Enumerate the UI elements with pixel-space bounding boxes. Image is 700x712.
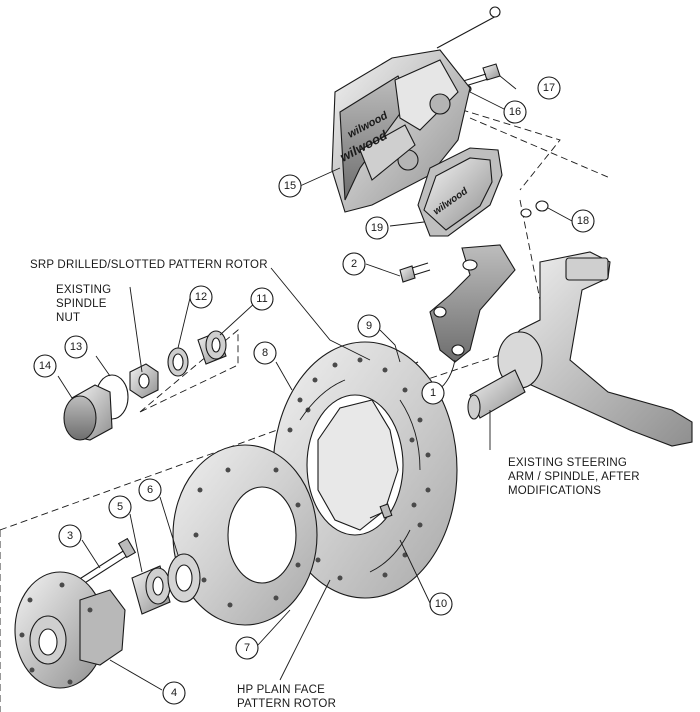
callout-14: 14 (33, 354, 57, 378)
svg-text:3: 3 (67, 530, 73, 542)
svg-text:11: 11 (256, 293, 267, 305)
srp-drilled-rotor (272, 341, 458, 599)
outer-bearing (197, 330, 227, 365)
svg-text:9: 9 (366, 320, 372, 332)
svg-text:6: 6 (147, 484, 153, 496)
callout-9: 9 (357, 314, 381, 338)
hub-stud (77, 537, 137, 587)
callout-8: 8 (253, 341, 277, 365)
svg-text:16: 16 (509, 106, 521, 118)
svg-text:12: 12 (195, 291, 207, 303)
callout-5: 5 (108, 495, 132, 519)
svg-text:14: 14 (39, 360, 51, 372)
label-spindle-nut-line1: EXISTING (56, 284, 111, 296)
svg-text:10: 10 (435, 598, 447, 610)
svg-text:8: 8 (262, 347, 268, 359)
label-steering-line2: ARM / SPINDLE, AFTER (508, 471, 640, 483)
bracket-washers (520, 200, 549, 218)
callout-7: 7 (235, 636, 259, 660)
label-srp-rotor: SRP DRILLED/SLOTTED PATTERN ROTOR (30, 259, 268, 271)
svg-text:2: 2 (351, 258, 357, 270)
caliper-body: wilwood wilwood (331, 6, 501, 213)
label-steering-line1: EXISTING STEERING (508, 457, 627, 469)
callout-4: 4 (162, 681, 186, 705)
callout-2: 2 (342, 252, 366, 276)
label-spindle-nut-line2: SPINDLE (56, 298, 107, 310)
brake-pad: wilwood (417, 147, 503, 237)
callout-15: 15 (278, 174, 302, 198)
callout-12: 12 (189, 285, 213, 309)
callout-13: 13 (64, 335, 88, 359)
callout-19: 19 (365, 216, 389, 240)
label-hp-rotor-line2: PATTERN ROTOR (237, 698, 336, 710)
svg-text:18: 18 (577, 215, 589, 227)
label-spindle-nut-line3: NUT (56, 312, 80, 324)
callout-3: 3 (58, 524, 82, 548)
svg-text:13: 13 (70, 341, 82, 353)
rotor-studs (369, 503, 393, 519)
hp-plain-rotor (172, 444, 318, 626)
callout-6: 6 (138, 478, 162, 502)
callout-11: 11 (250, 287, 274, 311)
svg-text:1: 1 (430, 387, 436, 399)
svg-text:7: 7 (244, 642, 250, 654)
svg-text:5: 5 (117, 501, 123, 513)
label-hp-rotor-line1: HP PLAIN FACE (237, 684, 325, 696)
svg-text:15: 15 (284, 180, 296, 192)
bracket-bolt (399, 262, 431, 283)
svg-text:19: 19 (371, 222, 383, 234)
inner-bearing (131, 565, 171, 615)
spindle-washer (167, 347, 189, 377)
callout-1: 1 (421, 381, 445, 405)
svg-text:4: 4 (171, 687, 177, 699)
spindle-nut (129, 363, 159, 399)
dust-cap (63, 384, 113, 441)
wheel-hub (14, 571, 126, 689)
callout-16: 16 (503, 100, 527, 124)
callout-10: 10 (429, 592, 453, 616)
callout-17: 17 (537, 76, 561, 100)
grease-seal (167, 553, 201, 603)
svg-text:17: 17 (543, 82, 555, 94)
callout-18: 18 (571, 209, 595, 233)
leader-lines (57, 75, 573, 691)
label-steering-line3: MODIFICATIONS (508, 485, 601, 497)
steering-spindle (467, 251, 693, 447)
